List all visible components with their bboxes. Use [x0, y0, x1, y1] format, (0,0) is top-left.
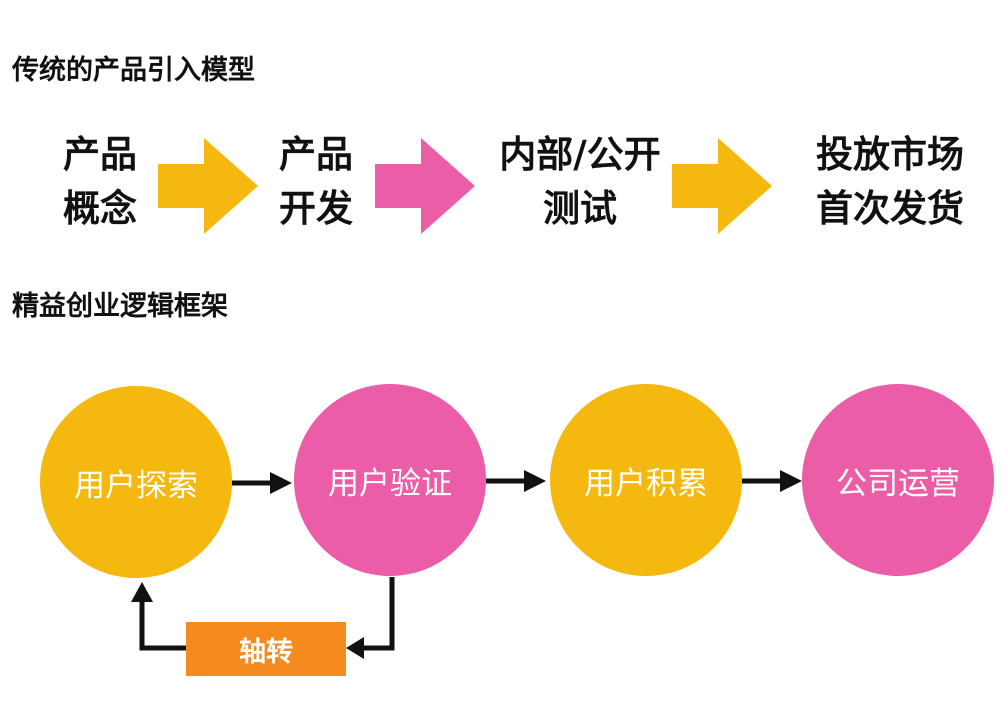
- chevron-arrow-3-icon: [672, 138, 772, 234]
- step-line1: 产品: [63, 133, 137, 176]
- pivot-label: 轴转: [239, 636, 293, 668]
- chevron-arrow-1-icon: [158, 138, 258, 234]
- node-company-operations: 公司运营: [802, 384, 994, 576]
- node-label: 用户验证: [328, 465, 452, 502]
- pivot-in-arrowhead: [346, 637, 364, 659]
- step-product-development: 产品 开发: [256, 128, 376, 236]
- node-label: 公司运营: [836, 465, 960, 502]
- node-user-validation: 用户验证: [294, 384, 486, 576]
- node-label: 用户积累: [584, 465, 708, 502]
- step-line1: 投放市场: [816, 133, 964, 176]
- pivot-in-line: [362, 577, 395, 651]
- step-market-launch: 投放市场 首次发货: [800, 128, 980, 236]
- step-line1: 内部/公开: [499, 133, 661, 176]
- connector-1-arrowhead: [270, 472, 292, 494]
- step-product-concept: 产品 概念: [40, 128, 160, 236]
- arrow-shape: [672, 138, 772, 234]
- step-line2: 首次发货: [816, 187, 964, 230]
- node-label: 用户探索: [74, 467, 198, 504]
- step-line2: 概念: [63, 187, 137, 230]
- chevron-arrow-2-icon: [375, 138, 475, 234]
- node-user-accumulation: 用户积累: [550, 384, 742, 576]
- step-internal-public-testing: 内部/公开 测试: [480, 128, 680, 236]
- step-line2: 开发: [279, 187, 353, 230]
- connector-2-arrowhead: [524, 470, 546, 492]
- lean-framework-title: 精益创业逻辑框架: [12, 291, 228, 322]
- arrow-shape: [375, 138, 475, 234]
- pivot-out-line: [139, 600, 186, 651]
- pivot-out-arrowhead: [131, 582, 153, 602]
- pivot-box: 轴转: [186, 622, 346, 676]
- traditional-model-title: 传统的产品引入模型: [12, 55, 255, 86]
- step-line2: 测试: [543, 187, 617, 230]
- arrow-shape: [158, 138, 258, 234]
- connector-3-arrowhead: [780, 470, 802, 492]
- node-user-exploration: 用户探索: [40, 386, 232, 578]
- step-line1: 产品: [279, 133, 353, 176]
